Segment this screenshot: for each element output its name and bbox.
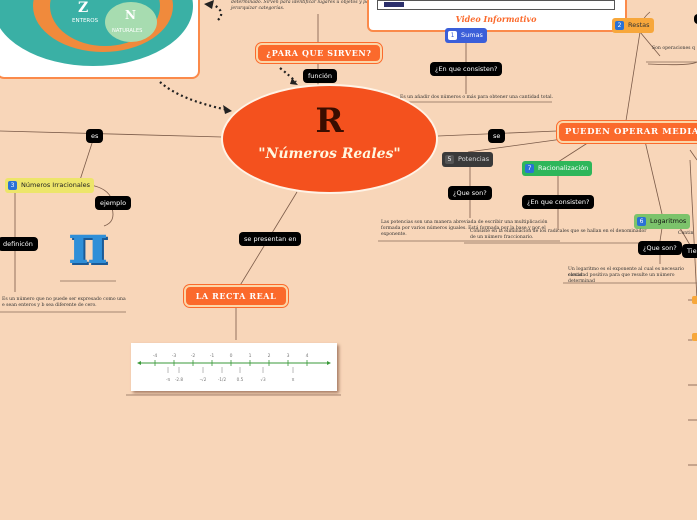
partial-node-right-1[interactable] (692, 296, 697, 304)
connector-que-son-potencias[interactable]: ¿Que son? (448, 186, 492, 200)
video-node[interactable]: Video Informativo (367, 0, 627, 32)
text-irr-2: e sean enteros y b sea diferente de cero… (2, 303, 97, 308)
tick-label: 3 (287, 353, 290, 359)
text-potencias-1: Las potencias son una manera abreviada d… (381, 220, 548, 225)
sets-diagram-card: Z ENTEROS N NATURALES (0, 0, 200, 79)
text-racion-2: de un número fraccionario. (470, 235, 534, 240)
video-label[interactable]: Video Informativo (455, 14, 537, 24)
connector-ejemplo[interactable]: ejemplo (95, 196, 132, 210)
tick-label: -2 (191, 353, 196, 359)
special-label: -π (166, 377, 171, 382)
special-label: -2.8 (175, 377, 184, 382)
sets-venn-diagram (0, 0, 193, 66)
central-node[interactable]: R "Números Reales" (221, 84, 438, 194)
connector-que-consisten-racion[interactable]: ¿En que consisten? (522, 195, 595, 209)
connector-tiene[interactable]: Tien (682, 244, 697, 258)
special-label: π (292, 377, 295, 382)
set-n-label: NATURALES (112, 28, 143, 34)
text-racion-1: Consiste en la eliminación de los radica… (470, 229, 647, 234)
text-irr-1: Es un número que no puede ser expresado … (2, 297, 126, 302)
connector-se[interactable]: se (488, 129, 506, 143)
text-log-2: cantidad positiva para que resulte un nú… (568, 273, 675, 284)
set-z-label: ENTEROS (72, 18, 99, 24)
racionalizacion-number-badge: 7 (525, 163, 534, 173)
text-potencias-3: exponente. (381, 232, 407, 237)
topic-irracionales[interactable]: 3 Números Irracionales (5, 178, 95, 193)
racionalizacion-label: Racionalización (538, 164, 589, 172)
tick-label: 4 (306, 353, 309, 359)
restas-number-badge: 2 (615, 20, 624, 30)
sumas-label: Sumas (461, 31, 483, 39)
tick-label: 2 (268, 353, 271, 359)
topic-potencias[interactable]: 5 Potencias (442, 152, 494, 167)
set-n-letter: N (125, 8, 136, 22)
logaritmos-label: Logaritmos (650, 217, 687, 225)
connector-que-son-log[interactable]: ¿Que son? (638, 241, 682, 255)
connector-se-presentan[interactable]: se presentan en (239, 232, 302, 246)
video-thumbnail[interactable] (377, 0, 615, 10)
topic-restas[interactable]: 2 Restas (612, 18, 654, 33)
special-label: -√2 (200, 377, 207, 382)
number-line-svg: -4 -3 -2 -1 0 1 2 3 4 -π -2.8 -√2 -1/2 0… (137, 353, 331, 382)
operar-node[interactable]: PUEDEN OPERAR MEDIAN (557, 121, 697, 143)
special-label: -1/2 (218, 377, 227, 382)
logaritmos-number-badge: 6 (637, 216, 646, 226)
top-text-line2: jerarquizar categorías. (231, 6, 285, 11)
topic-racionalizacion[interactable]: 7 Racionalización (522, 161, 593, 176)
tick-label: -3 (172, 353, 177, 359)
real-numbers-symbol: R (315, 101, 344, 141)
connector-que-consisten-sumas[interactable]: ¿En que consisten? (430, 62, 503, 76)
potencias-number-badge: 5 (445, 154, 454, 164)
text-sumas: Es un añadir dos números o más para obte… (400, 95, 554, 100)
number-line-image: -4 -3 -2 -1 0 1 2 3 4 -π -2.8 -√2 -1/2 0… (131, 343, 337, 391)
recta-real-node[interactable]: LA RECTA REAL (184, 285, 288, 307)
topic-logaritmos[interactable]: 6 Logaritmos (634, 214, 691, 229)
partial-node-right-2[interactable] (692, 333, 697, 341)
connector-definicion[interactable]: definicón (0, 237, 38, 251)
text-contin: Contin (678, 231, 694, 236)
connector-funcion[interactable]: función (303, 69, 338, 83)
text-restas: Son operaciones q (652, 46, 695, 51)
restas-label: Restas (628, 21, 650, 29)
tick-label: -1 (210, 353, 215, 359)
sumas-number-badge: 1 (448, 30, 457, 40)
pi-symbol-image: π (68, 212, 108, 276)
para-que-sirven-node[interactable]: ¿PARA QUE SIRVEN? (256, 43, 382, 63)
text-potencias-2: formada por varios números iguales. Está… (381, 226, 546, 231)
tick-label: 0 (230, 353, 233, 359)
text-log-1: Un logaritmo es el exponente al cual es … (568, 267, 685, 278)
irracionales-label: Números Irracionales (21, 181, 91, 189)
special-label: 0.5 (237, 377, 244, 382)
connector-partial-top-right[interactable] (694, 14, 697, 24)
tick-label: -4 (153, 353, 158, 359)
connector-es[interactable]: es (86, 129, 104, 143)
tick-label: 1 (249, 353, 252, 359)
topic-sumas[interactable]: 1 Sumas (445, 28, 487, 43)
top-text-line1: determinado. Sirven para identificar lug… (231, 0, 374, 5)
central-title: "Números Reales" (258, 146, 401, 162)
potencias-label: Potencias (458, 155, 490, 163)
special-label: √3 (260, 377, 266, 382)
irracionales-number-badge: 3 (8, 180, 17, 190)
set-z-letter: Z (78, 0, 89, 16)
